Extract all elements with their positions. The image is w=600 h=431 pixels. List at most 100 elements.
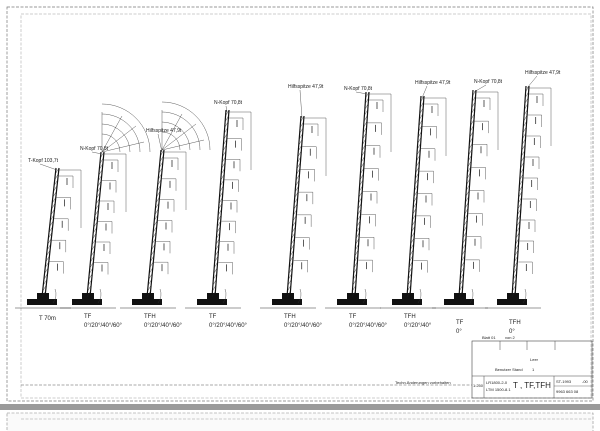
lattice-brace: [364, 109, 368, 116]
crane-head-label: Hilfsspitze 47,9t: [525, 70, 561, 76]
lattice-brace: [516, 226, 520, 233]
lattice-brace: [355, 238, 360, 245]
lattice-brace: [289, 250, 294, 257]
crane-config-name: TFH: [284, 314, 296, 320]
lattice-brace: [464, 214, 468, 221]
crane-mast: [351, 91, 367, 298]
lattice-brace: [459, 279, 464, 286]
dimension-line: [527, 114, 542, 127]
lattice-brace: [407, 285, 411, 292]
lattice-brace: [155, 202, 160, 209]
outer-frame: [6, 6, 594, 402]
lattice-brace: [49, 220, 54, 227]
dimension-line: [220, 241, 235, 254]
lattice-brace: [288, 273, 292, 280]
lattice-brace: [407, 279, 412, 286]
lattice-brace: [420, 95, 425, 103]
dimension-line: [158, 220, 173, 233]
lattice-brace: [159, 155, 164, 162]
lattice-brace: [409, 255, 414, 262]
lattice-brace: [45, 255, 50, 262]
lattice-brace: [417, 131, 422, 138]
lattice-brace: [469, 137, 473, 144]
lattice-brace: [90, 250, 95, 257]
dimension-line: [465, 259, 480, 272]
leader-line: [526, 75, 538, 89]
lattice-brace: [43, 279, 48, 286]
lattice-brace: [458, 290, 463, 298]
lattice-brace: [408, 273, 412, 280]
dimension-line: [98, 221, 113, 234]
dimension-line: [226, 159, 241, 172]
lattice-brace: [291, 232, 296, 239]
lattice-brace: [365, 91, 370, 98]
dimension-line: [300, 169, 315, 182]
dimension-line: [470, 190, 485, 203]
lattice-brace: [355, 244, 359, 251]
lattice-brace: [413, 190, 418, 197]
lattice-brace: [215, 238, 220, 245]
lattice-brace: [297, 150, 302, 157]
leader-line: [39, 163, 58, 171]
dimension-line: [415, 238, 430, 251]
dimension-line: [156, 241, 171, 254]
lattice-brace: [419, 113, 423, 120]
lattice-brace: [361, 156, 365, 163]
crane-superstructure: [37, 293, 49, 299]
small-name: Benutzer Stand: [495, 367, 523, 372]
lattice-brace: [211, 291, 216, 298]
crane-mast-chord: [354, 91, 370, 298]
title-block: Blatt 01 von 2 Leer Benutzer Stand 1 1:2…: [21, 335, 593, 399]
lattice-brace: [217, 220, 221, 227]
dimension-line: [529, 87, 552, 146]
lattice-brace: [363, 115, 368, 122]
dimension-line: [221, 220, 236, 234]
lattice-brace: [224, 115, 229, 122]
lattice-brace: [292, 215, 297, 222]
jib-angle-line: [161, 113, 183, 151]
lattice-brace: [472, 95, 476, 102]
lattice-brace: [416, 149, 421, 156]
crane-config-name: TF: [456, 320, 464, 326]
lattice-brace: [365, 97, 369, 104]
lattice-brace: [286, 291, 291, 298]
lattice-brace: [525, 85, 530, 92]
drawing-no: LR1800-2-0: [486, 380, 508, 385]
leader-line: [355, 91, 368, 95]
lattice-brace: [99, 157, 104, 164]
lattice-brace: [159, 161, 164, 168]
lattice-brace: [154, 214, 159, 221]
dimension-line: [360, 237, 375, 250]
lattice-brace: [358, 191, 363, 198]
luffing-arc: [161, 131, 181, 151]
crane-mast: [458, 89, 474, 298]
lattice-brace: [359, 185, 363, 192]
dimension-line: [297, 214, 312, 227]
lattice-brace: [416, 155, 421, 162]
lattice-brace: [46, 249, 51, 257]
lattice-brace: [415, 172, 419, 179]
lattice-brace: [291, 226, 296, 233]
dimension-line: [164, 151, 187, 210]
lattice-brace: [297, 156, 302, 163]
lattice-brace: [360, 162, 365, 169]
lattice-brace: [221, 156, 226, 163]
lattice-brace: [354, 255, 358, 262]
lattice-brace: [221, 162, 226, 169]
lattice-brace: [153, 220, 158, 227]
lattice-brace: [218, 203, 223, 210]
lattice-brace: [356, 226, 360, 233]
drawing-no-2: LTM 1500-8.1: [486, 387, 511, 392]
lattice-brace: [413, 202, 417, 209]
crane-carrier: [72, 299, 102, 305]
lattice-brace: [463, 225, 467, 233]
lattice-brace: [217, 215, 222, 222]
lattice-brace: [99, 163, 104, 170]
crane-superstructure: [207, 293, 219, 299]
lattice-brace: [92, 227, 97, 234]
dimension-line: [418, 193, 433, 206]
lattice-brace: [468, 154, 472, 162]
lattice-brace: [355, 232, 360, 239]
